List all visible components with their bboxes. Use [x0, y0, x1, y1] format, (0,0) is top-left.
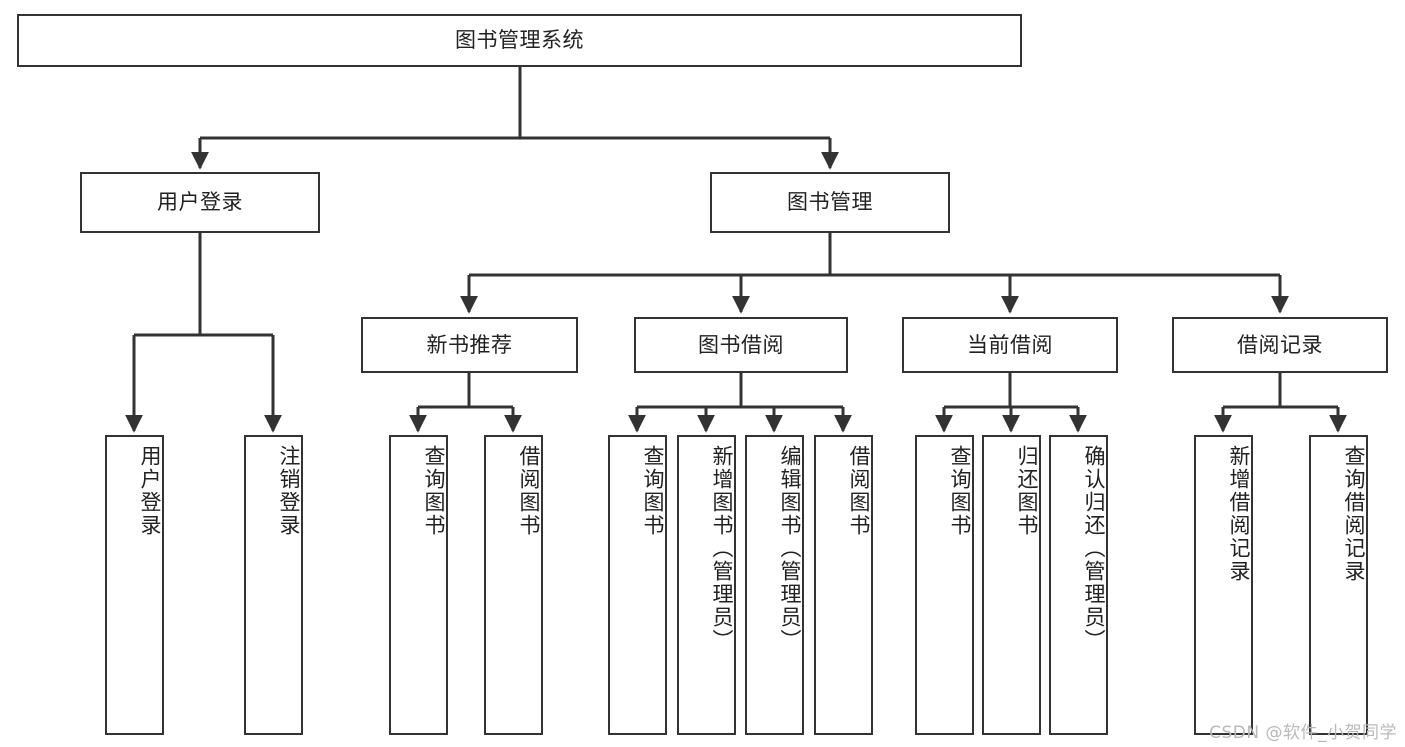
node-user-login[interactable]: 用户登录 [80, 172, 320, 233]
node-label: 查询借阅记录 [1342, 445, 1366, 583]
node-label: 查询图书 [641, 445, 665, 537]
node-label: 借阅记录 [1237, 332, 1323, 357]
node-book-management[interactable]: 图书管理 [710, 172, 950, 233]
node-leaf-user-login-signin[interactable]: 用户登录 [105, 435, 164, 735]
node-current-borrowing[interactable]: 当前借阅 [902, 317, 1118, 373]
node-leaf-book-borrow-borrow[interactable]: 借阅图书 [814, 435, 873, 735]
node-label: 查询图书 [422, 445, 446, 537]
node-label: 图书管理 [787, 190, 873, 215]
node-label: 用户登录 [157, 190, 243, 215]
node-label: 借阅图书 [517, 445, 541, 537]
node-leaf-book-borrow-add[interactable]: 新增图书（管理员） [677, 435, 736, 735]
node-leaf-current-borrow-query[interactable]: 查询图书 [915, 435, 974, 735]
node-label: 图书借阅 [698, 332, 784, 357]
node-label: 编辑图书（管理员） [778, 445, 802, 652]
node-borrowing-record[interactable]: 借阅记录 [1172, 317, 1388, 373]
node-leaf-current-borrow-return[interactable]: 归还图书 [982, 435, 1041, 735]
node-label: 当前借阅 [967, 332, 1053, 357]
node-label: 新增图书（管理员） [710, 445, 734, 652]
node-label: 新书推荐 [426, 332, 513, 357]
node-leaf-borrow-record-query[interactable]: 查询借阅记录 [1309, 435, 1368, 735]
node-leaf-new-book-borrow[interactable]: 借阅图书 [484, 435, 543, 735]
node-label: 用户登录 [138, 445, 162, 537]
node-root-book-management-system[interactable]: 图书管理系统 [17, 14, 1022, 67]
node-leaf-book-borrow-query[interactable]: 查询图书 [608, 435, 667, 735]
node-leaf-new-book-query[interactable]: 查询图书 [389, 435, 448, 735]
node-leaf-current-borrow-confirm-return[interactable]: 确认归还（管理员） [1049, 435, 1108, 735]
node-leaf-book-borrow-edit[interactable]: 编辑图书（管理员） [745, 435, 804, 735]
node-label: 注销登录 [277, 445, 301, 537]
node-label: 图书管理系统 [455, 28, 584, 53]
node-label: 新增借阅记录 [1227, 445, 1251, 583]
node-label: 归还图书 [1015, 445, 1039, 537]
node-leaf-borrow-record-add[interactable]: 新增借阅记录 [1194, 435, 1253, 735]
watermark-text: CSDN @软件_小贺同学 [1209, 723, 1397, 743]
node-label: 查询图书 [948, 445, 972, 537]
node-book-borrowing[interactable]: 图书借阅 [634, 317, 848, 373]
node-leaf-user-login-signout[interactable]: 注销登录 [244, 435, 303, 735]
node-label: 确认归还（管理员） [1082, 445, 1106, 652]
node-new-book-recommendation[interactable]: 新书推荐 [361, 317, 578, 373]
node-label: 借阅图书 [847, 445, 871, 537]
